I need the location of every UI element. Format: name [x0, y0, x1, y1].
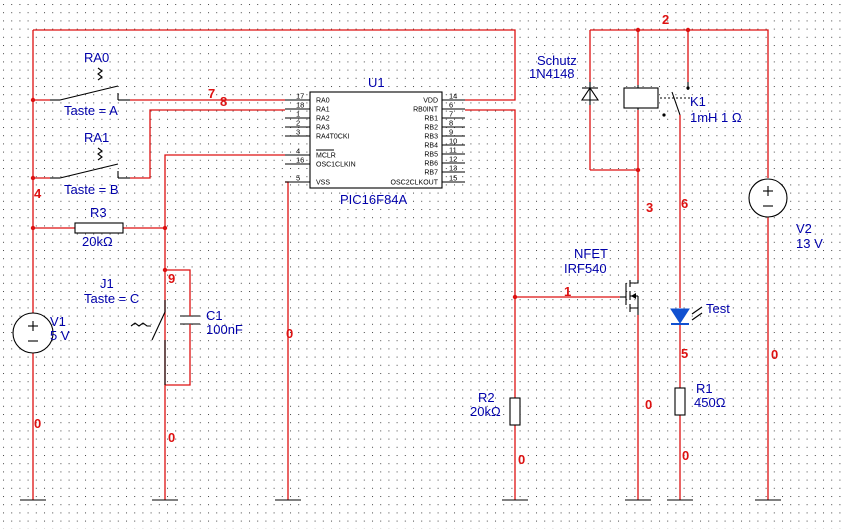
node-label: 3 — [646, 200, 653, 215]
junction-dots — [30, 27, 691, 300]
u1-pin-name: OSC2CLKOUT — [391, 180, 439, 187]
r2-ref: R2 — [478, 390, 495, 405]
u1-part: PIC16F84A — [340, 192, 408, 207]
u1-pin-name: RB7 — [424, 170, 438, 177]
resistor-r1[interactable]: R1 450Ω — [674, 381, 726, 416]
q1-part: IRF540 — [564, 261, 607, 276]
u1-pin-name: RB3 — [424, 134, 438, 141]
u1-pin-name: RB5 — [424, 152, 438, 159]
u1-pin-name: MCLR — [316, 153, 336, 160]
r3-ref: R3 — [90, 205, 107, 220]
j1-ref: J1 — [100, 276, 114, 291]
capacitor-c1[interactable]: C1 100nF — [180, 305, 243, 337]
node-label: 0 — [518, 452, 525, 467]
node-label: 5 — [681, 346, 688, 361]
led-ref: Test — [706, 301, 730, 316]
node-label: 0 — [34, 416, 41, 431]
node-label: 0 — [645, 397, 652, 412]
c1-value: 100nF — [206, 322, 243, 337]
u1-pin-number: 11 — [449, 146, 457, 155]
u1-pin-number: 7 — [449, 110, 453, 119]
u1-pin-number: 3 — [296, 128, 300, 137]
u1-pin-name: RA3 — [316, 125, 330, 132]
d1-part: 1N4148 — [529, 66, 575, 81]
q1-ref: NFET — [574, 246, 608, 261]
u1-pin-number: 1 — [296, 110, 300, 119]
switch-j1[interactable]: J1 Taste = C — [84, 276, 166, 385]
node-label: 0 — [771, 347, 778, 362]
u1-pin-name: RB0INT — [413, 107, 439, 114]
u1-ref: U1 — [368, 75, 385, 90]
u1-pin-name: RA2 — [316, 116, 330, 123]
u1-pin-name: RB6 — [424, 161, 438, 168]
u1-pin-number: 10 — [449, 137, 457, 146]
resistor-r3[interactable]: R3 20kΩ — [74, 205, 124, 249]
node-labels: 0 0 0 0 0 0 0 1 2 3 4 5 6 7 8 9 — [34, 12, 778, 467]
ra0-ref: RA0 — [84, 50, 109, 65]
v2-ref: V2 — [796, 221, 812, 236]
u1-pin-number: 8 — [449, 119, 453, 128]
r1-ref: R1 — [696, 381, 713, 396]
switch-ra1[interactable]: RA1 Taste = B — [50, 130, 130, 197]
u1-pin-number: 17 — [296, 92, 304, 101]
u1-pin-name: RB4 — [424, 143, 438, 150]
u1-pin-number: 13 — [449, 164, 457, 173]
u1-pin-name: VSS — [316, 180, 330, 187]
node-label: 8 — [220, 94, 227, 109]
source-v1[interactable]: V1 5 V — [12, 312, 70, 354]
mosfet-q1[interactable]: NFET IRF540 — [564, 246, 639, 315]
k1-ref: K1 — [690, 94, 706, 109]
node-label: 7 — [208, 86, 215, 101]
u1-pin-name: VDD — [423, 98, 438, 105]
node-label: 4 — [34, 186, 42, 201]
node-label: 1 — [564, 284, 571, 299]
v2-value: 13 V — [796, 236, 823, 251]
node-label: 2 — [662, 12, 669, 27]
u1-pin-name: RA4T0CKI — [316, 134, 350, 141]
v1-value: 5 V — [50, 328, 70, 343]
r3-value: 20kΩ — [82, 234, 113, 249]
j1-key: Taste = C — [84, 291, 139, 306]
u1-pin-number: 4 — [296, 147, 300, 156]
ra0-key: Taste = A — [64, 103, 118, 118]
d1-ref: Schutz — [537, 53, 577, 68]
u1-pin-name: RA1 — [316, 107, 330, 114]
u1-pin-number: 16 — [296, 156, 304, 165]
c1-ref: C1 — [206, 308, 223, 323]
u1-pin-number: 18 — [296, 101, 304, 110]
source-v2[interactable]: V2 13 V — [748, 178, 823, 251]
node-label: 9 — [168, 271, 175, 286]
r1-value: 450Ω — [694, 395, 726, 410]
k1-value: 1mH 1 Ω — [690, 110, 742, 125]
node-label: 0 — [286, 326, 293, 341]
ra1-key: Taste = B — [64, 182, 119, 197]
u1-pin-number: 15 — [449, 174, 457, 183]
node-label: 0 — [682, 448, 689, 463]
u1-pin-number: 6 — [449, 101, 453, 110]
node-label: 0 — [168, 430, 175, 445]
relay-k1[interactable]: K1 1mH 1 Ω — [623, 82, 742, 125]
u1-pin-name: OSC1CLKIN — [316, 162, 356, 169]
v1-ref: V1 — [50, 314, 66, 329]
u1-pin-name: RB1 — [424, 116, 438, 123]
ra1-ref: RA1 — [84, 130, 109, 145]
switch-ra0[interactable]: RA0 Taste = A — [50, 50, 130, 118]
u1-pin-number: 14 — [449, 92, 457, 101]
node-label: 6 — [681, 196, 688, 211]
u1-pin-number: 12 — [449, 155, 457, 164]
led-test[interactable]: Test — [670, 301, 730, 325]
u1-pin-number: 2 — [296, 119, 300, 128]
u1-pin-number: 9 — [449, 128, 453, 137]
r2-value: 20kΩ — [470, 404, 501, 419]
diode-schutz[interactable]: Schutz 1N4148 — [529, 53, 600, 105]
u1-pin-number: 5 — [296, 174, 300, 183]
resistor-r2[interactable]: R2 20kΩ — [470, 390, 521, 426]
u1-pin-name: RA0 — [316, 98, 330, 105]
u1-pin-name: RB2 — [424, 125, 438, 132]
